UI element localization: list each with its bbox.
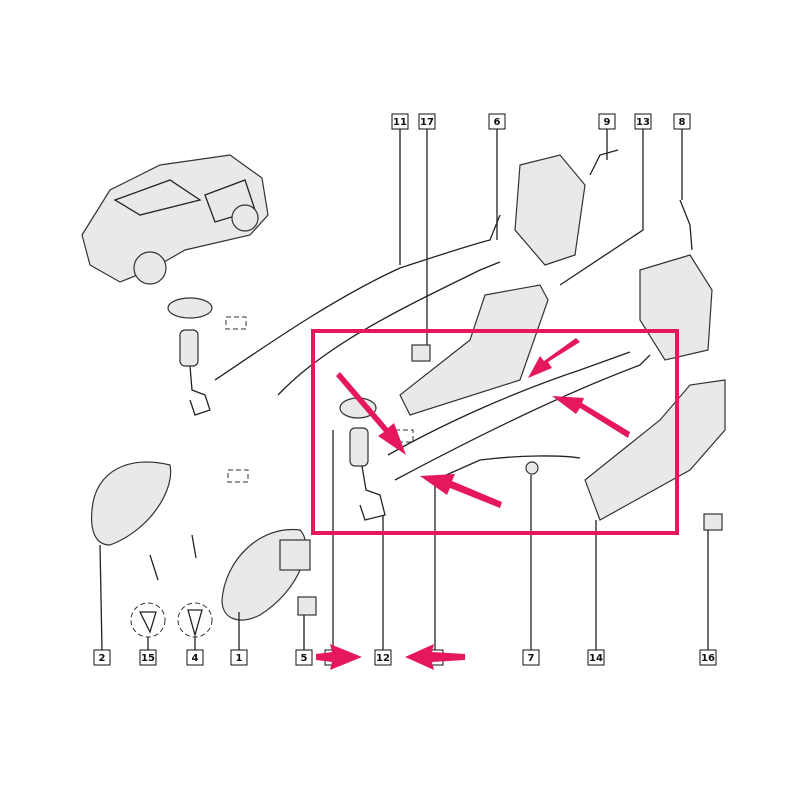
svg-text:14: 14 [589,653,603,664]
callout-16: 16 [699,649,717,666]
svg-text:1: 1 [236,653,243,664]
callout-12: 12 [374,649,392,666]
top-callout-labels: 11 17 6 9 13 8 [391,113,691,130]
svg-text:8: 8 [679,117,686,128]
svg-text:12: 12 [376,653,390,664]
car-illustration [81,154,269,285]
callout-15: 15 [139,649,157,666]
svg-text:11: 11 [393,117,407,128]
outer-handle-parts [90,297,317,638]
svg-text:16: 16 [701,653,715,664]
lock-mechanisms [339,154,726,531]
callout-11: 11 [391,113,409,130]
callout-2: 2 [93,649,111,666]
callout-17: 17 [418,113,436,130]
svg-text:5: 5 [301,653,308,664]
svg-text:13: 13 [636,117,650,128]
arrow-icon [316,644,362,670]
svg-text:17: 17 [420,117,434,128]
callout-14: 14 [587,649,605,666]
svg-text:2: 2 [99,653,106,664]
svg-text:4: 4 [192,653,199,664]
leader-lines [99,129,709,651]
callout-8: 8 [673,113,691,130]
callout-4: 4 [186,649,204,666]
arrow-icon [420,474,502,508]
svg-text:7: 7 [528,653,535,664]
control-rods [214,149,693,481]
callout-6: 6 [488,113,506,130]
arrow-icon [552,396,630,438]
callout-13: 13 [634,113,652,130]
callout-5: 5 [295,649,313,666]
arrow-icon [336,372,406,455]
highlight-box [311,329,679,535]
arrow-icon [405,644,465,670]
arrow-icon [528,338,580,378]
callout-1: 1 [230,649,248,666]
svg-text:6: 6 [494,117,501,128]
callout-9: 9 [598,113,616,130]
bottom-callout-labels: 2 15 4 1 5 12 7 14 16 [93,649,717,666]
svg-text:15: 15 [141,653,155,664]
highlight-arrows [316,338,630,670]
callout-7: 7 [522,649,540,666]
svg-text:9: 9 [604,117,611,128]
